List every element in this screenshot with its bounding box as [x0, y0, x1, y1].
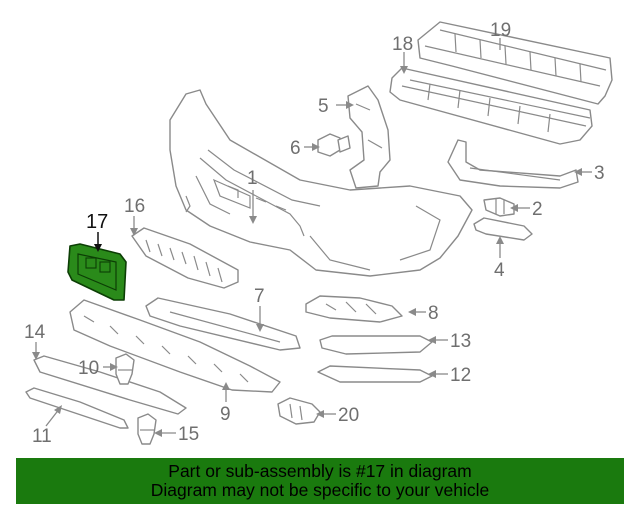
callout-9: 9 [220, 404, 231, 425]
callout-13: 13 [450, 331, 471, 352]
callout-11: 11 [32, 426, 52, 447]
callout-6: 6 [290, 138, 301, 159]
leader-lines [32, 38, 592, 437]
callout-1: 1 [247, 168, 258, 189]
part-15-clip [137, 413, 157, 445]
callout-10: 10 [78, 358, 99, 379]
part-20-sensor [277, 397, 321, 425]
callout-15: 15 [178, 424, 199, 445]
parts-diagram: 1 2 3 4 5 6 7 8 9 10 11 12 13 14 15 16 1… [24, 20, 613, 447]
callout-18: 18 [392, 34, 413, 55]
part-8-fog-garnish [305, 295, 403, 323]
part-3-side-bracket [447, 139, 579, 189]
callout-5: 5 [318, 96, 329, 117]
callout-20: 20 [338, 405, 359, 426]
callout-19: 19 [490, 20, 511, 41]
part-16-grille [131, 227, 239, 289]
callout-12: 12 [450, 365, 471, 386]
callout-16: 16 [124, 196, 145, 217]
part-4-side-spacer [473, 217, 533, 241]
callout-3: 3 [594, 163, 605, 184]
callout-7: 7 [254, 286, 265, 307]
part-18-energy-absorber [389, 67, 593, 145]
part-10-clip [115, 353, 135, 385]
banner-line-1: Part or sub-assembly is #17 in diagram [168, 461, 472, 481]
part-6-screw [317, 133, 351, 157]
part-19-reinforcement-beam [417, 21, 613, 105]
banner-line-2: Diagram may not be specific to your vehi… [150, 480, 490, 500]
part-2-bolt [483, 197, 515, 217]
callout-17: 17 [86, 211, 108, 233]
callout-2: 2 [532, 199, 543, 220]
info-banner: Part or sub-assembly is #17 in diagram D… [16, 458, 624, 504]
part-13-lower-garnish [319, 335, 433, 355]
callout-8: 8 [428, 303, 439, 324]
part-14-lower-strip [33, 355, 187, 415]
part-9-lower-deflector [69, 299, 281, 393]
part-12-lower-molding [317, 365, 433, 383]
callout-4: 4 [494, 260, 505, 281]
part-11-trim-strip [25, 387, 129, 429]
part-7-under-cover [145, 297, 301, 351]
callout-labels: 1 2 3 4 5 6 7 8 9 10 11 12 13 14 15 16 1… [24, 20, 605, 447]
callout-14: 14 [24, 322, 46, 343]
part-17-license-plate-bracket [67, 243, 127, 301]
part-1-bumper-face [169, 89, 473, 277]
part-5-bracket [347, 85, 391, 189]
